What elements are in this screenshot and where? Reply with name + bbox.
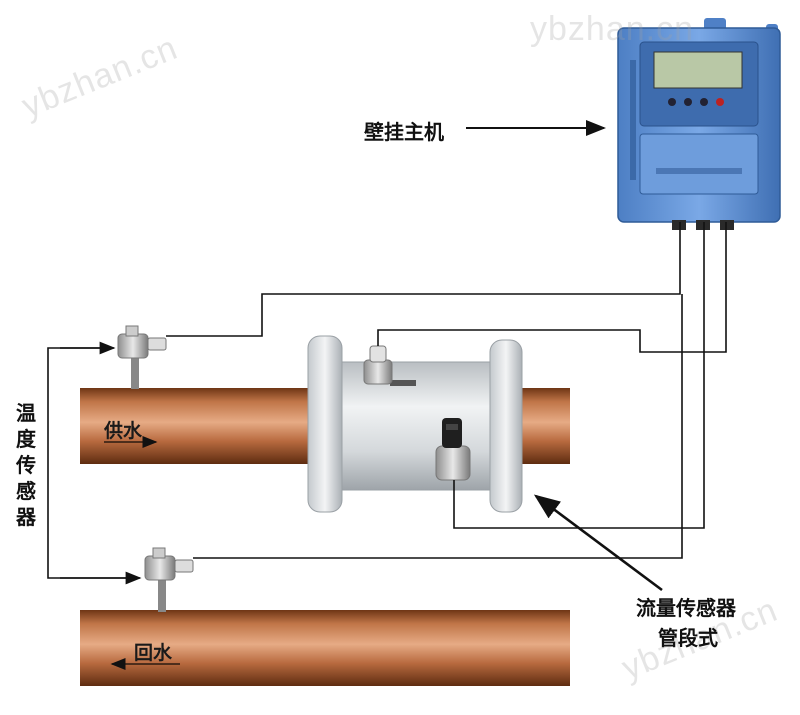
host-cable-gland-2 bbox=[696, 220, 710, 230]
meter-transducer-bottom bbox=[435, 445, 471, 481]
host-key-3 bbox=[700, 98, 708, 106]
wire-return-temp bbox=[193, 294, 683, 559]
flow-sensor-label-line1: 流量传感器 bbox=[636, 596, 736, 620]
meter-flange-right bbox=[489, 339, 523, 513]
host-cable-gland-1 bbox=[672, 220, 686, 230]
flow-meter bbox=[307, 335, 523, 513]
supply-label: 供水 bbox=[104, 420, 143, 442]
temp-sensor-supply bbox=[117, 325, 167, 389]
wire-top-transducer bbox=[377, 222, 727, 353]
host-label: 壁挂主机 bbox=[364, 120, 444, 144]
return-label: 回水 bbox=[134, 642, 173, 664]
temp-sensor-return bbox=[144, 547, 194, 612]
host-cable-gland-3 bbox=[720, 220, 734, 230]
host-key-4 bbox=[716, 98, 724, 106]
host-key-1 bbox=[668, 98, 676, 106]
flow-sensor-label-line2: 管段式 bbox=[658, 626, 718, 650]
meter-flange-left bbox=[307, 335, 343, 513]
temp-sensor-label: 温度传感器 bbox=[16, 401, 36, 529]
wire-supply-temp bbox=[166, 222, 681, 337]
wall-host-unit bbox=[617, 18, 781, 230]
watermark-2: ybzhan.cn bbox=[530, 10, 694, 48]
flow-sensor-callout-arrow bbox=[533, 494, 663, 592]
return-pipe bbox=[80, 610, 570, 686]
host-key-2 bbox=[684, 98, 692, 106]
meter-transducer-top bbox=[363, 359, 393, 385]
host-lcd bbox=[653, 51, 743, 89]
